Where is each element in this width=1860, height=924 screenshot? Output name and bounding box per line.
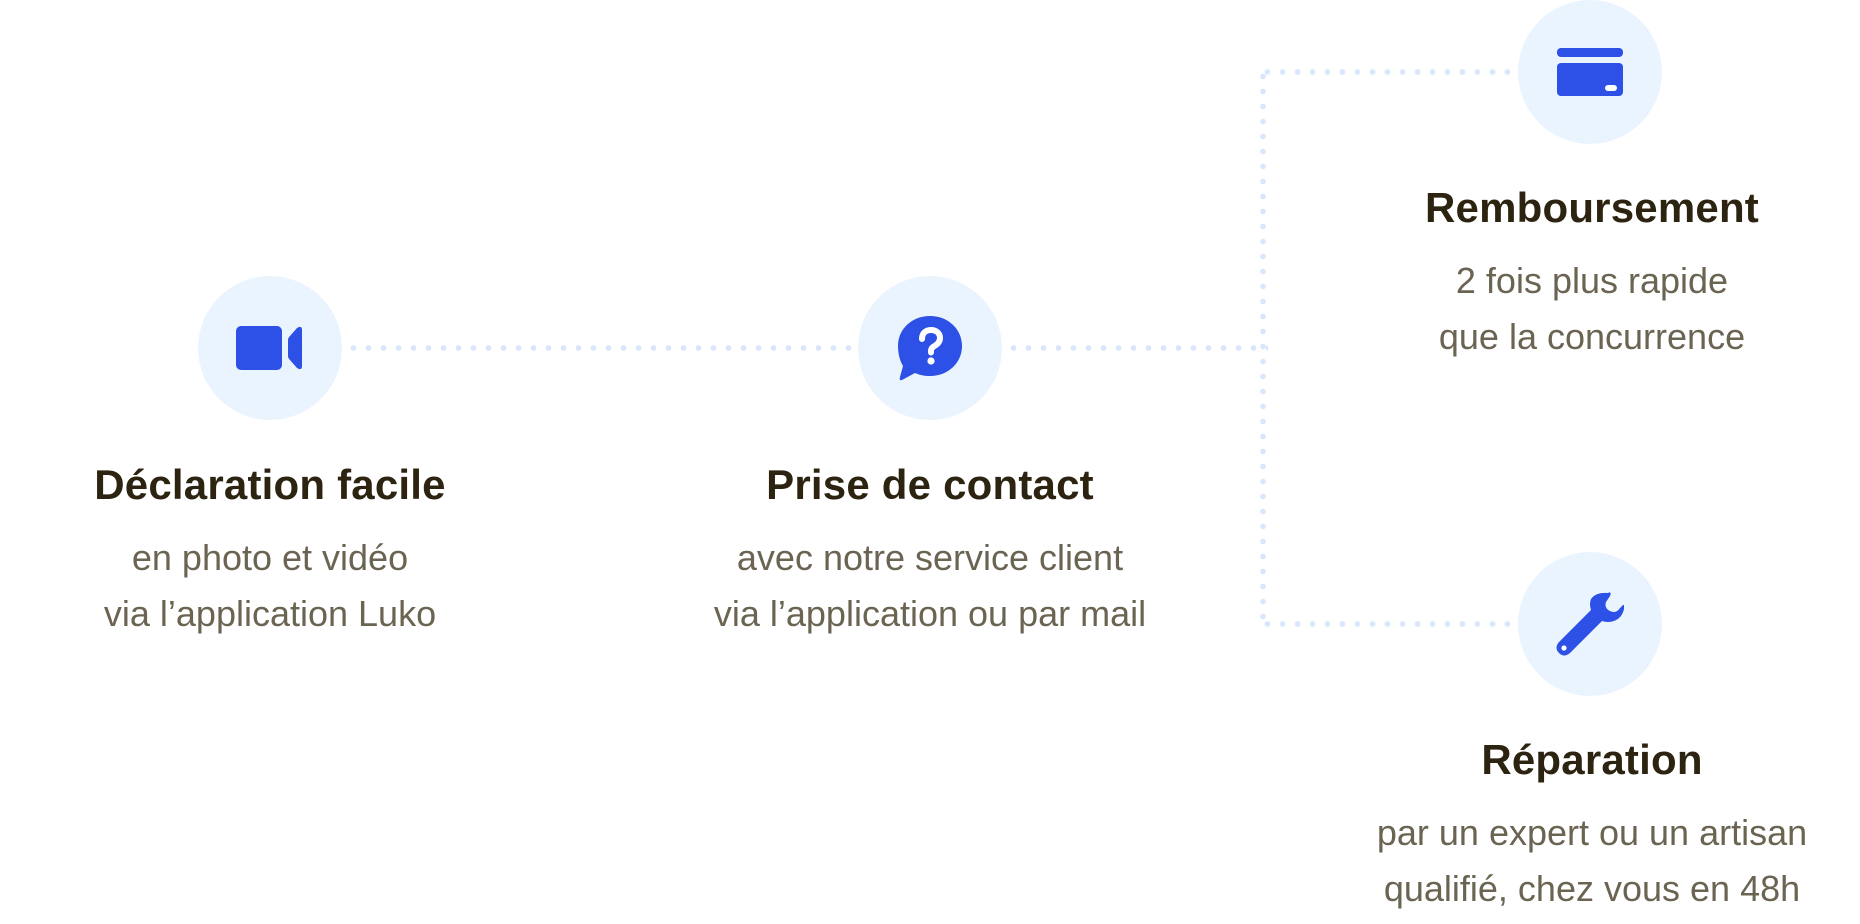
connector-branch-to-remboursement — [1260, 69, 1518, 75]
step-description: par un expert ou un artisan qualifié, ch… — [1332, 805, 1852, 917]
step-description-line: via l’application ou par mail — [713, 593, 1147, 634]
wrench-icon — [1556, 592, 1624, 656]
step-description-line: qualifié, chez vous en 48h — [1383, 868, 1801, 909]
question-chat-bubble-icon — [898, 316, 962, 381]
connector-declaration-to-contact — [346, 345, 856, 351]
step-description-line: 2 fois plus rapide — [1455, 260, 1729, 301]
step-description-line: que la concurrence — [1438, 316, 1746, 357]
step-reparation-icon-circle — [1518, 552, 1662, 696]
step-title: Déclaration facile — [94, 461, 446, 508]
connector-branch-vertical — [1260, 69, 1266, 629]
step-declaration: Déclaration facile en photo et vidéo via… — [10, 460, 530, 642]
step-reparation: Réparation par un expert ou un artisan q… — [1332, 735, 1852, 917]
step-declaration-icon-circle — [198, 276, 342, 420]
connector-contact-to-branch — [1006, 345, 1268, 351]
step-remboursement-icon-circle — [1518, 0, 1662, 144]
step-description-line: via l’application Luko — [103, 593, 437, 634]
step-description-line: par un expert ou un artisan — [1376, 812, 1808, 853]
step-contact-icon-circle — [858, 276, 1002, 420]
step-description-line: avec notre service client — [736, 537, 1124, 578]
step-contact: Prise de contact avec notre service clie… — [670, 460, 1190, 642]
connector-branch-to-reparation — [1260, 621, 1518, 627]
step-description: avec notre service client via l’applicat… — [670, 530, 1190, 642]
step-title: Remboursement — [1424, 184, 1759, 231]
credit-card-icon — [1557, 48, 1623, 96]
step-description: en photo et vidéo via l’application Luko — [10, 530, 530, 642]
step-title: Prise de contact — [766, 461, 1094, 508]
step-description: 2 fois plus rapide que la concurrence — [1332, 253, 1852, 365]
step-title: Réparation — [1481, 736, 1703, 783]
video-camera-icon — [236, 326, 302, 370]
step-remboursement: Remboursement 2 fois plus rapide que la … — [1332, 183, 1852, 365]
step-description-line: en photo et vidéo — [131, 537, 409, 578]
